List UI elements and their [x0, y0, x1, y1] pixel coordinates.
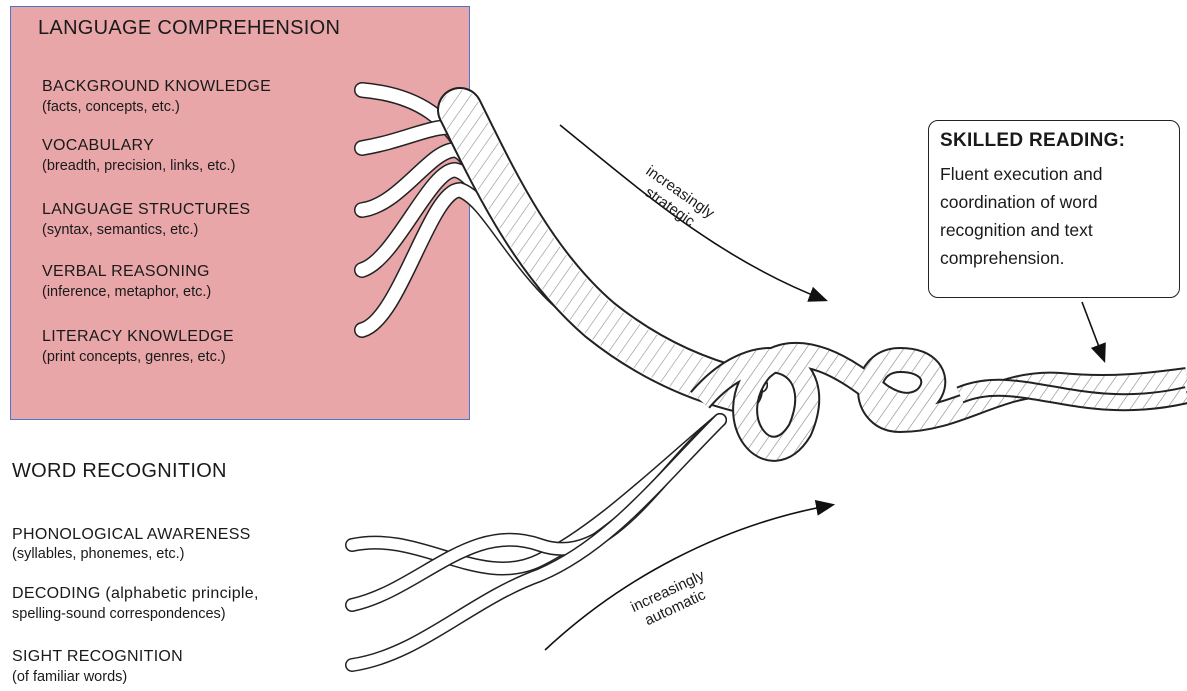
sight-recognition-title: SIGHT RECOGNITION [12, 647, 183, 667]
literacy-knowledge-detail: (print concepts, genres, etc.) [42, 348, 226, 366]
verbal-reasoning-detail: (inference, metaphor, etc.) [42, 283, 211, 301]
verbal-reasoning-title: VERBAL REASONING [42, 262, 210, 282]
language-strands [362, 90, 760, 390]
decoding-detail: spelling-sound correspondences) [12, 605, 226, 623]
language-structures-detail: (syntax, semantics, etc.) [42, 221, 198, 239]
sight-recognition-detail: (of familiar words) [12, 668, 127, 686]
language-comprehension-heading: LANGUAGE COMPREHENSION [38, 17, 340, 40]
background-knowledge-title: BACKGROUND KNOWLEDGE [42, 77, 271, 97]
phonological-awareness-title: PHONOLOGICAL AWARENESS [12, 525, 251, 545]
word-recognition-heading: WORD RECOGNITION [12, 460, 227, 483]
skilled-reading-body: Fluent execution and coordination of wor… [940, 160, 1176, 272]
vocabulary-title: VOCABULARY [42, 136, 154, 156]
language-structures-title: LANGUAGE STRUCTURES [42, 200, 250, 220]
callout-pointer-arrow [1082, 302, 1104, 360]
combined-rope [700, 355, 1187, 449]
word-strands [352, 420, 720, 665]
background-knowledge-detail: (facts, concepts, etc.) [42, 98, 180, 116]
phonological-awareness-detail: (syllables, phonemes, etc.) [12, 545, 184, 563]
decoding-title: DECODING (alphabetic principle, [12, 584, 259, 604]
vocabulary-detail: (breadth, precision, links, etc.) [42, 157, 235, 175]
skilled-reading-title: SKILLED READING: [940, 130, 1125, 152]
literacy-knowledge-title: LITERACY KNOWLEDGE [42, 327, 234, 347]
